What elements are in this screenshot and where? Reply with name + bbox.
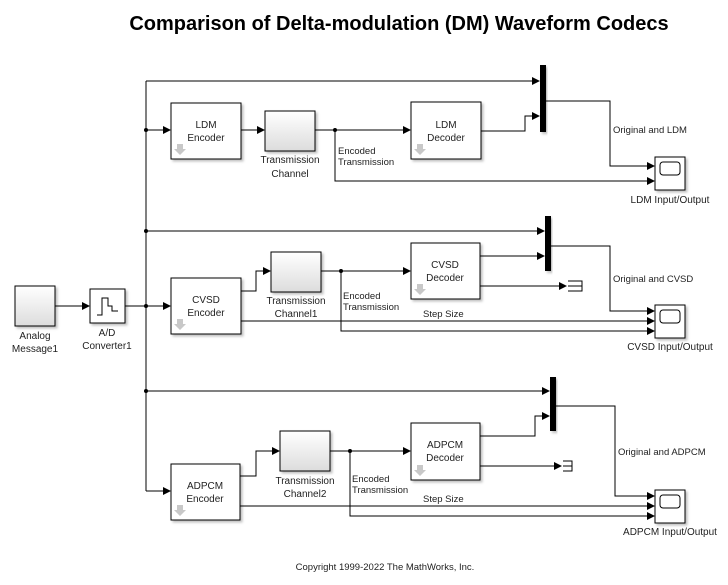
cvsd-encoder-block[interactable]: CVSD Encoder bbox=[170, 277, 242, 335]
subsystem-arrow-icon bbox=[174, 505, 186, 516]
original-adpcm-label: Original and ADPCM bbox=[618, 447, 706, 458]
encoded-transmission-label: Encoded bbox=[352, 474, 390, 485]
svg-text:Transmission: Transmission bbox=[260, 155, 319, 166]
svg-text:Converter1: Converter1 bbox=[82, 341, 132, 352]
svg-text:Encoder: Encoder bbox=[187, 133, 225, 144]
svg-text:Transmission: Transmission bbox=[338, 157, 394, 168]
subsystem-arrow-icon bbox=[414, 284, 426, 295]
svg-text:Encoder: Encoder bbox=[187, 308, 225, 319]
svg-text:CVSD: CVSD bbox=[431, 260, 459, 271]
adpcm-scope-block[interactable]: ADPCM Input/Output bbox=[623, 489, 717, 538]
adpcm-terminator-block[interactable] bbox=[563, 460, 573, 472]
svg-text:Decoder: Decoder bbox=[426, 273, 464, 284]
quantizer-step-icon bbox=[97, 297, 118, 316]
svg-text:LDM: LDM bbox=[195, 120, 216, 131]
step-size-label: Step Size bbox=[423, 494, 464, 505]
svg-text:ADPCM: ADPCM bbox=[427, 440, 463, 451]
svg-text:Encoder: Encoder bbox=[186, 494, 224, 505]
svg-text:Transmission: Transmission bbox=[275, 476, 334, 487]
svg-text:LDM: LDM bbox=[435, 120, 456, 131]
svg-text:Analog: Analog bbox=[19, 331, 50, 342]
scope-screen-icon bbox=[659, 494, 681, 509]
original-ldm-label: Original and LDM bbox=[613, 125, 687, 136]
svg-text:A/D: A/D bbox=[99, 328, 116, 339]
cvsd-mux-block[interactable] bbox=[545, 216, 551, 271]
svg-text:ADPCM: ADPCM bbox=[187, 481, 223, 492]
ldm-channel-block[interactable]: Transmission Channel bbox=[260, 110, 320, 180]
ldm-scope-block[interactable]: LDM Input/Output bbox=[631, 156, 710, 206]
subsystem-arrow-icon bbox=[414, 465, 426, 476]
svg-text:Decoder: Decoder bbox=[427, 133, 465, 144]
ldm-decoder-block[interactable]: LDM Decoder bbox=[410, 101, 482, 160]
svg-text:Transmission: Transmission bbox=[343, 302, 399, 313]
encoded-transmission-label: Encoded bbox=[338, 146, 376, 157]
branch-point bbox=[144, 304, 148, 308]
adpcm-encoder-block[interactable]: ADPCM Encoder bbox=[170, 463, 241, 521]
cvsd-scope-block[interactable]: CVSD Input/Output bbox=[627, 304, 713, 353]
svg-text:ADPCM Input/Output: ADPCM Input/Output bbox=[623, 527, 717, 538]
diagram-title: Comparison of Delta-modulation (DM) Wave… bbox=[129, 13, 668, 35]
subsystem-arrow-icon bbox=[174, 144, 186, 155]
ad-converter-block[interactable]: A/D Converter1 bbox=[82, 288, 132, 352]
svg-text:LDM Input/Output: LDM Input/Output bbox=[631, 195, 710, 206]
adpcm-mux-block[interactable] bbox=[550, 377, 556, 431]
svg-text:Transmission: Transmission bbox=[266, 296, 325, 307]
svg-text:CVSD: CVSD bbox=[192, 295, 220, 306]
svg-text:Channel2: Channel2 bbox=[284, 489, 327, 500]
ldm-encoder-block[interactable]: LDM Encoder bbox=[170, 102, 242, 160]
subsystem-arrow-icon bbox=[414, 144, 426, 155]
svg-text:CVSD Input/Output: CVSD Input/Output bbox=[627, 342, 713, 353]
analog-message-block[interactable]: Analog Message1 bbox=[12, 285, 59, 355]
svg-text:Transmission: Transmission bbox=[352, 485, 408, 496]
cvsd-channel-block[interactable]: Transmission Channel1 bbox=[266, 251, 326, 320]
adpcm-decoder-block[interactable]: ADPCM Decoder bbox=[410, 422, 481, 481]
encoded-transmission-label: Encoded bbox=[343, 291, 381, 302]
cvsd-terminator-block[interactable] bbox=[568, 280, 583, 292]
svg-text:Channel: Channel bbox=[271, 169, 308, 180]
step-size-label: Step Size bbox=[423, 309, 464, 320]
svg-text:Message1: Message1 bbox=[12, 344, 59, 355]
subsystem-arrow-icon bbox=[174, 319, 186, 330]
original-cvsd-label: Original and CVSD bbox=[613, 274, 693, 285]
scope-screen-icon bbox=[659, 309, 681, 324]
copyright-text: Copyright 1999-2022 The MathWorks, Inc. bbox=[296, 562, 475, 573]
adpcm-channel-block[interactable]: Transmission Channel2 bbox=[275, 430, 335, 500]
scope-screen-icon bbox=[659, 161, 681, 176]
svg-text:Decoder: Decoder bbox=[426, 453, 464, 464]
ldm-mux-block[interactable] bbox=[540, 65, 546, 132]
svg-text:Channel1: Channel1 bbox=[275, 309, 318, 320]
cvsd-decoder-block[interactable]: CVSD Decoder bbox=[410, 242, 481, 300]
